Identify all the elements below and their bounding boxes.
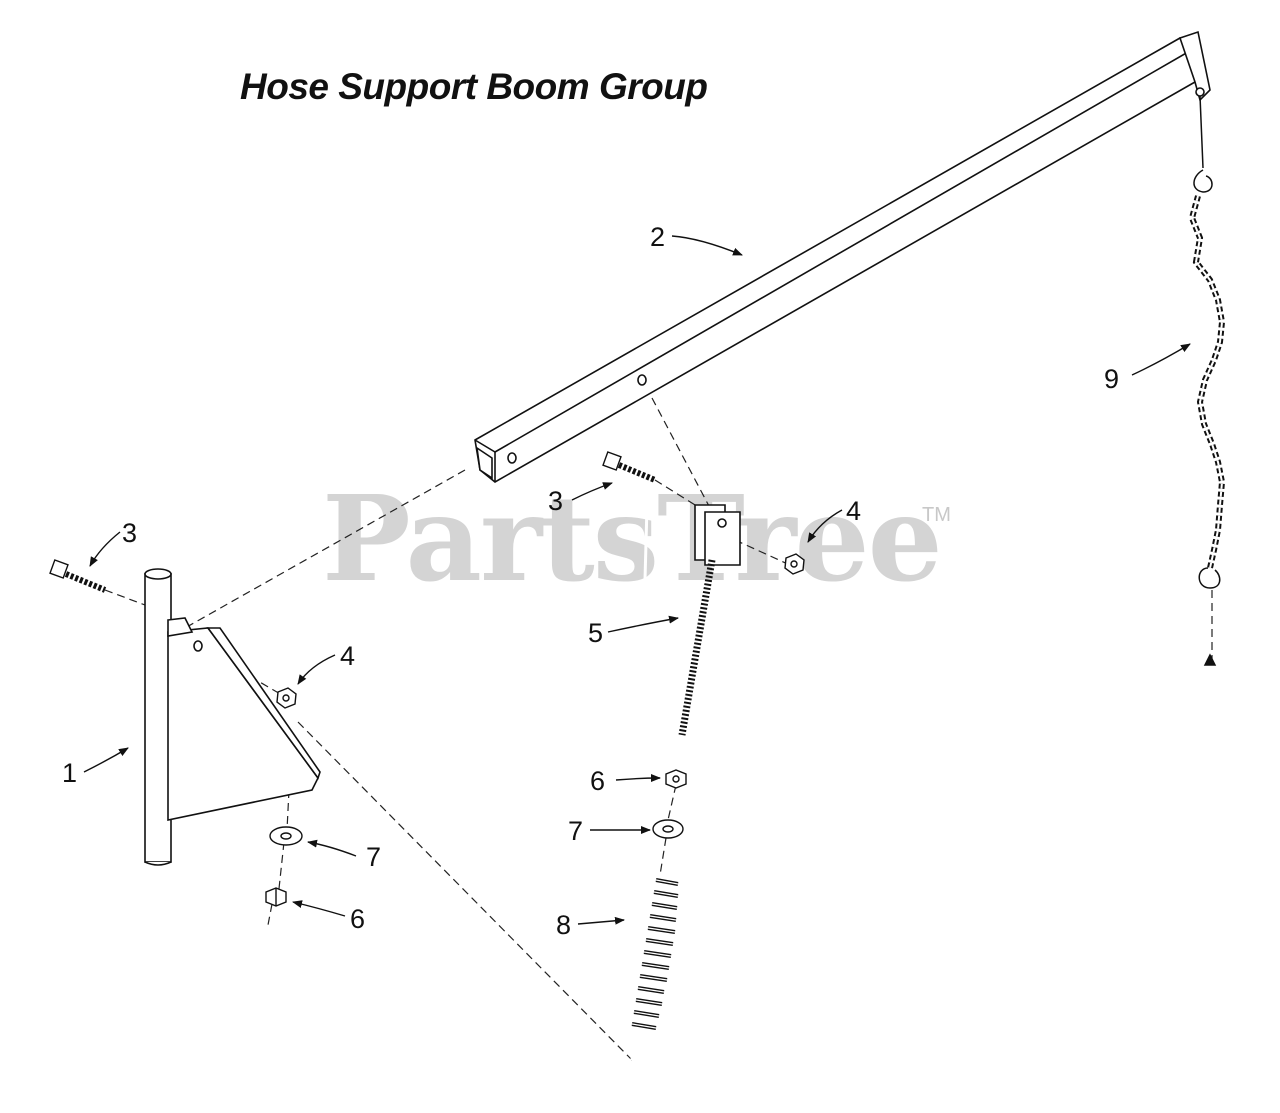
threaded-rod (678, 559, 716, 736)
mounting-bracket (167, 617, 321, 821)
nut-right (784, 553, 805, 575)
post (144, 568, 172, 866)
nut-lower-center (665, 769, 687, 789)
callout-6-center: 6 (590, 766, 605, 796)
callout-9: 9 (1104, 364, 1119, 394)
nut-lower-left (265, 887, 287, 907)
callout-2: 2 (650, 222, 665, 252)
bolt-center (602, 451, 657, 483)
callout-leaders (83, 235, 1191, 925)
callout-4-left: 4 (340, 641, 355, 671)
washer-center (652, 819, 684, 839)
washer-left (269, 826, 303, 846)
center-bracket (694, 504, 741, 566)
callout-4-right: 4 (846, 496, 861, 526)
callout-numbers: 2 9 3 3 4 4 5 1 6 7 7 6 8 (62, 222, 1119, 940)
callout-3-center: 3 (548, 486, 563, 516)
callout-1: 1 (62, 758, 77, 788)
trademark-symbol: TM (922, 504, 951, 526)
bolt-left (49, 559, 107, 593)
callout-7-left: 7 (366, 842, 381, 872)
nut-left (276, 687, 297, 709)
diagram-title: Hose Support Boom Group (240, 66, 708, 107)
callout-3-left: 3 (122, 518, 137, 548)
callout-7-center: 7 (568, 816, 583, 846)
callout-6-left: 6 (350, 904, 365, 934)
partstree-watermark: PartsTree (322, 469, 943, 608)
spring (631, 878, 679, 1030)
boom-tube (474, 30, 1211, 483)
chain (1188, 95, 1226, 666)
callout-5: 5 (588, 618, 603, 648)
callout-8: 8 (556, 910, 571, 940)
